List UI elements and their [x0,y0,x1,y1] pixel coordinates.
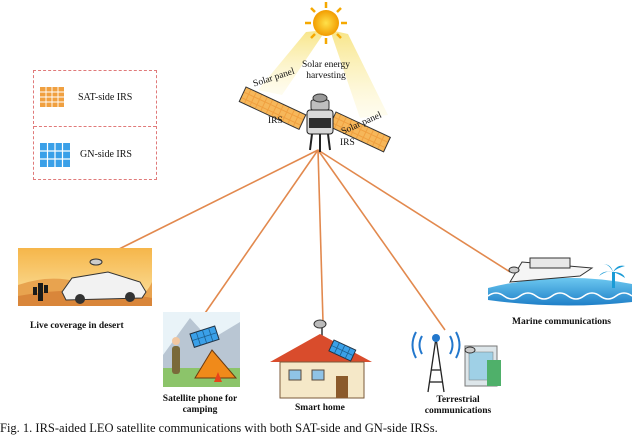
camping-label-line2: camping [182,405,218,415]
legend [33,70,157,180]
sun-icon [305,2,347,44]
satellite-dish-icon [313,319,327,329]
palm-tree-icon [599,264,625,288]
camping-scene [163,312,240,387]
legend-gn-irs-label: GN-side IRS [80,149,132,160]
terrestrial-label: Terrestrial communications [418,395,498,417]
person-icon [172,346,180,374]
legend-sat-irs-label: SAT-side IRS [78,92,133,103]
beam-home [317,149,324,323]
energy-label-line1: Solar energy [301,60,351,70]
camping-label-line1: Satellite phone for [162,394,238,404]
satellite-body [306,93,334,152]
solar-panel-left [238,86,307,131]
downlink-beams [96,149,511,343]
terrestrial-scene [411,331,501,393]
campfire-icon [214,372,222,382]
legend-sat-irs-icon [40,87,64,107]
smart-home-scene [270,319,372,399]
desert-scene [18,248,152,306]
satellite-dish-icon [89,258,103,266]
legend-gn-irs-icon [40,143,70,167]
tent-icon [194,349,238,379]
energy-label-line2: harvesting [306,71,346,81]
terrestrial-label-line2: communications [424,406,492,416]
sunlight-beam-right [330,30,388,118]
marine-label: Marine communications [512,317,611,327]
roof-solar-panel-icon [328,339,357,362]
desert-label: Live coverage in desert [30,321,124,331]
satellite [238,86,392,153]
legend-divider [34,126,156,127]
terrestrial-label-line1: Terrestrial [436,395,480,405]
marine-scene [487,257,633,306]
cell-tower-icon [411,331,461,393]
irs-right-label: IRS [340,138,355,148]
irs-left-label: IRS [268,116,283,126]
cactus-icon [33,283,48,301]
sunlight-beam-left [258,30,326,95]
beam-terrestrial [317,149,446,331]
camping-label: Satellite phone for camping [150,394,250,416]
building-icon [464,345,501,387]
home-label: Smart home [295,403,345,413]
solar-panel-icon [189,325,220,348]
beam-camping [184,149,319,343]
beam-desert [96,149,319,261]
figure-caption: Fig. 1. IRS-aided LEO satellite communic… [0,421,438,435]
energy-label: Solar energy harvesting [290,60,362,82]
beam-marine [317,149,511,273]
